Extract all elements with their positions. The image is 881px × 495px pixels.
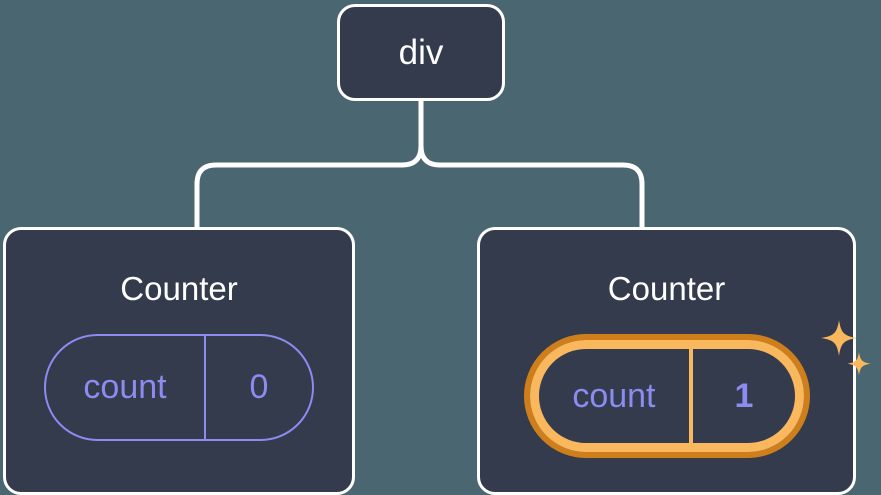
state-key-left: count bbox=[83, 368, 167, 406]
node-counter-left[interactable]: Counter count 0 bbox=[3, 227, 355, 495]
state-key-right: count bbox=[572, 376, 656, 415]
node-counter-right-label: Counter bbox=[607, 270, 726, 307]
sparkle-large-icon bbox=[820, 320, 857, 356]
state-value-right: 1 bbox=[689, 349, 794, 443]
state-pill-wrapper-right: count 1 bbox=[523, 320, 871, 458]
state-pill-left[interactable]: count 0 bbox=[44, 334, 314, 441]
node-root-label: div bbox=[398, 33, 444, 72]
node-counter-left-label: Counter bbox=[120, 270, 238, 307]
state-pill-wrapper-left: count 0 bbox=[44, 334, 314, 441]
sparkle-icon-group bbox=[820, 320, 871, 376]
node-counter-right[interactable]: Counter count 1 bbox=[477, 227, 871, 495]
state-pill-right-highlighted[interactable]: count 1 bbox=[523, 334, 810, 458]
state-pill-right-inner-ring: count 1 bbox=[529, 340, 804, 452]
node-root-div[interactable]: div bbox=[337, 4, 505, 101]
sparkle-small-icon bbox=[846, 352, 871, 376]
state-value-left: 0 bbox=[204, 336, 312, 439]
